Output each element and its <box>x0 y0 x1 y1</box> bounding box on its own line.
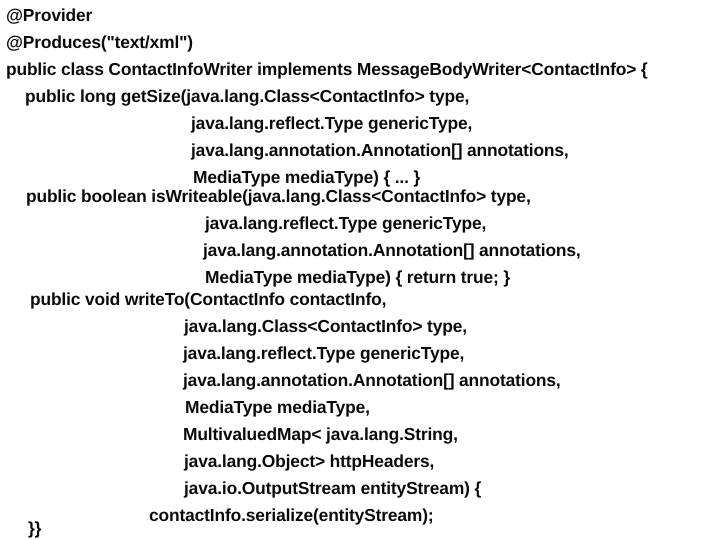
code-line: MediaType mediaType) { return true; } <box>205 267 510 287</box>
code-line: public long getSize(java.lang.Class<Cont… <box>25 86 470 106</box>
code-line: java.lang.annotation.Annotation[] annota… <box>203 240 581 260</box>
code-line: MediaType mediaType) { ... } <box>193 167 421 187</box>
code-line: MediaType mediaType, <box>185 397 370 417</box>
code-line: java.io.OutputStream entityStream) { <box>184 478 482 498</box>
code-line: public void writeTo(ContactInfo contactI… <box>30 289 387 309</box>
code-line: MultivaluedMap< java.lang.String, <box>183 424 458 444</box>
code-line: @Produces("text/xml") <box>6 32 193 52</box>
code-line: java.lang.reflect.Type genericType, <box>205 213 487 233</box>
code-line: java.lang.annotation.Annotation[] annota… <box>183 370 561 390</box>
code-line: java.lang.Object> httpHeaders, <box>184 451 435 471</box>
code-line: java.lang.reflect.Type genericType, <box>191 113 473 133</box>
code-line: public boolean isWriteable(java.lang.Cla… <box>26 186 531 206</box>
code-line: }} <box>28 518 42 538</box>
code-line: contactInfo.serialize(entityStream); <box>149 505 434 525</box>
code-line: java.lang.annotation.Annotation[] annota… <box>191 140 569 160</box>
code-line: java.lang.Class<ContactInfo> type, <box>184 316 467 336</box>
code-line: @Provider <box>6 5 93 25</box>
code-line: public class ContactInfoWriter implement… <box>6 59 648 79</box>
code-line: java.lang.reflect.Type genericType, <box>183 343 465 363</box>
